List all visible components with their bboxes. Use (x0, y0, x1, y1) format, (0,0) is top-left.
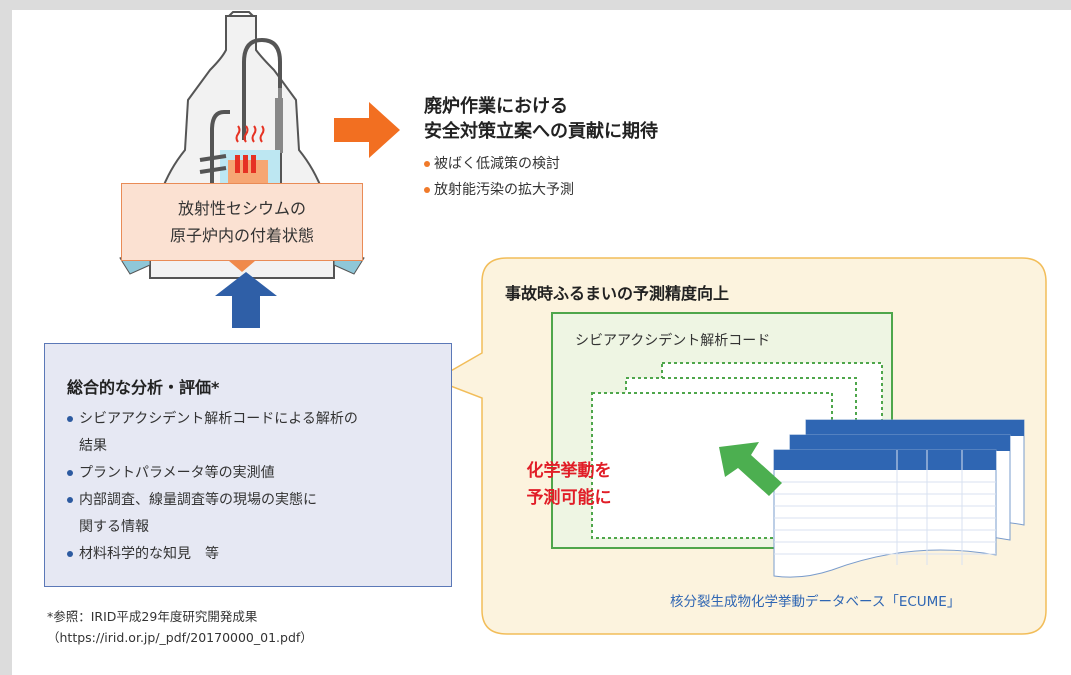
bullet-icon (67, 470, 73, 476)
reference-line2: （https://irid.or.jp/_pdf/20170000_01.pdf… (47, 630, 313, 645)
expectation-item: 放射能汚染の拡大予測 (424, 177, 658, 203)
analysis-box: 総合的な分析・評価* シビアアクシデント解析コードによる解析の結果 プラントパラ… (44, 343, 452, 587)
expectation-title-line2: 安全対策立案への貢献に期待 (424, 121, 658, 142)
database-table-stack-icon (773, 419, 1025, 578)
analysis-item: プラントパラメータ等の実測値 (67, 460, 447, 487)
bullet-icon (67, 416, 73, 422)
blue-up-arrow-icon (215, 272, 277, 328)
bullet-icon (424, 161, 430, 167)
expectation-item: 被ばく低減策の検討 (424, 151, 658, 177)
expectation-section: 廃炉作業における 安全対策立案への貢献に期待 被ばく低減策の検討 放射能汚染の拡… (424, 94, 658, 203)
analysis-item: 内部調査、線量調査等の現場の実態に関する情報 (67, 487, 447, 541)
analysis-item: 材料科学的な知見 等 (67, 541, 447, 568)
analysis-list: シビアアクシデント解析コードによる解析の結果 プラントパラメータ等の実測値 内部… (67, 406, 447, 568)
expectation-list: 被ばく低減策の検討 放射能汚染の拡大予測 (424, 151, 658, 203)
reference-note: *参照：IRID平成29年度研究開発成果 （https://irid.or.jp… (47, 606, 313, 648)
expectation-title-line1: 廃炉作業における (424, 96, 568, 117)
caesium-state-box: 放射性セシウムの 原子炉内の付着状態 (121, 183, 363, 261)
accident-title: 事故時ふるまいの予測精度向上 (505, 284, 730, 303)
analysis-item: シビアアクシデント解析コードによる解析の結果 (67, 406, 447, 460)
analysis-title: 総合的な分析・評価* (67, 378, 220, 397)
reference-line1: *参照：IRID平成29年度研究開発成果 (47, 609, 258, 624)
chemistry-prediction-label: 化学挙動を 予測可能に (526, 461, 612, 508)
caesium-label-line1: 放射性セシウムの (177, 199, 306, 218)
bullet-icon (67, 497, 73, 503)
orange-right-arrow-icon (334, 102, 400, 158)
ecume-database-label: 核分裂生成物化学挙動データベース「ECUME」 (670, 594, 961, 610)
diagram-graphics (119, 11, 1047, 635)
bullet-icon (67, 551, 73, 557)
code-label: シビアアクシデント解析コード (575, 333, 771, 349)
diagram-canvas: 放射性セシウムの 原子炉内の付着状態 廃炉作業における 安全対策立案への貢献に期… (12, 10, 1071, 675)
green-diagonal-arrow-icon (719, 442, 782, 496)
caesium-label-line2: 原子炉内の付着状態 (169, 226, 314, 245)
bullet-icon (424, 187, 430, 193)
